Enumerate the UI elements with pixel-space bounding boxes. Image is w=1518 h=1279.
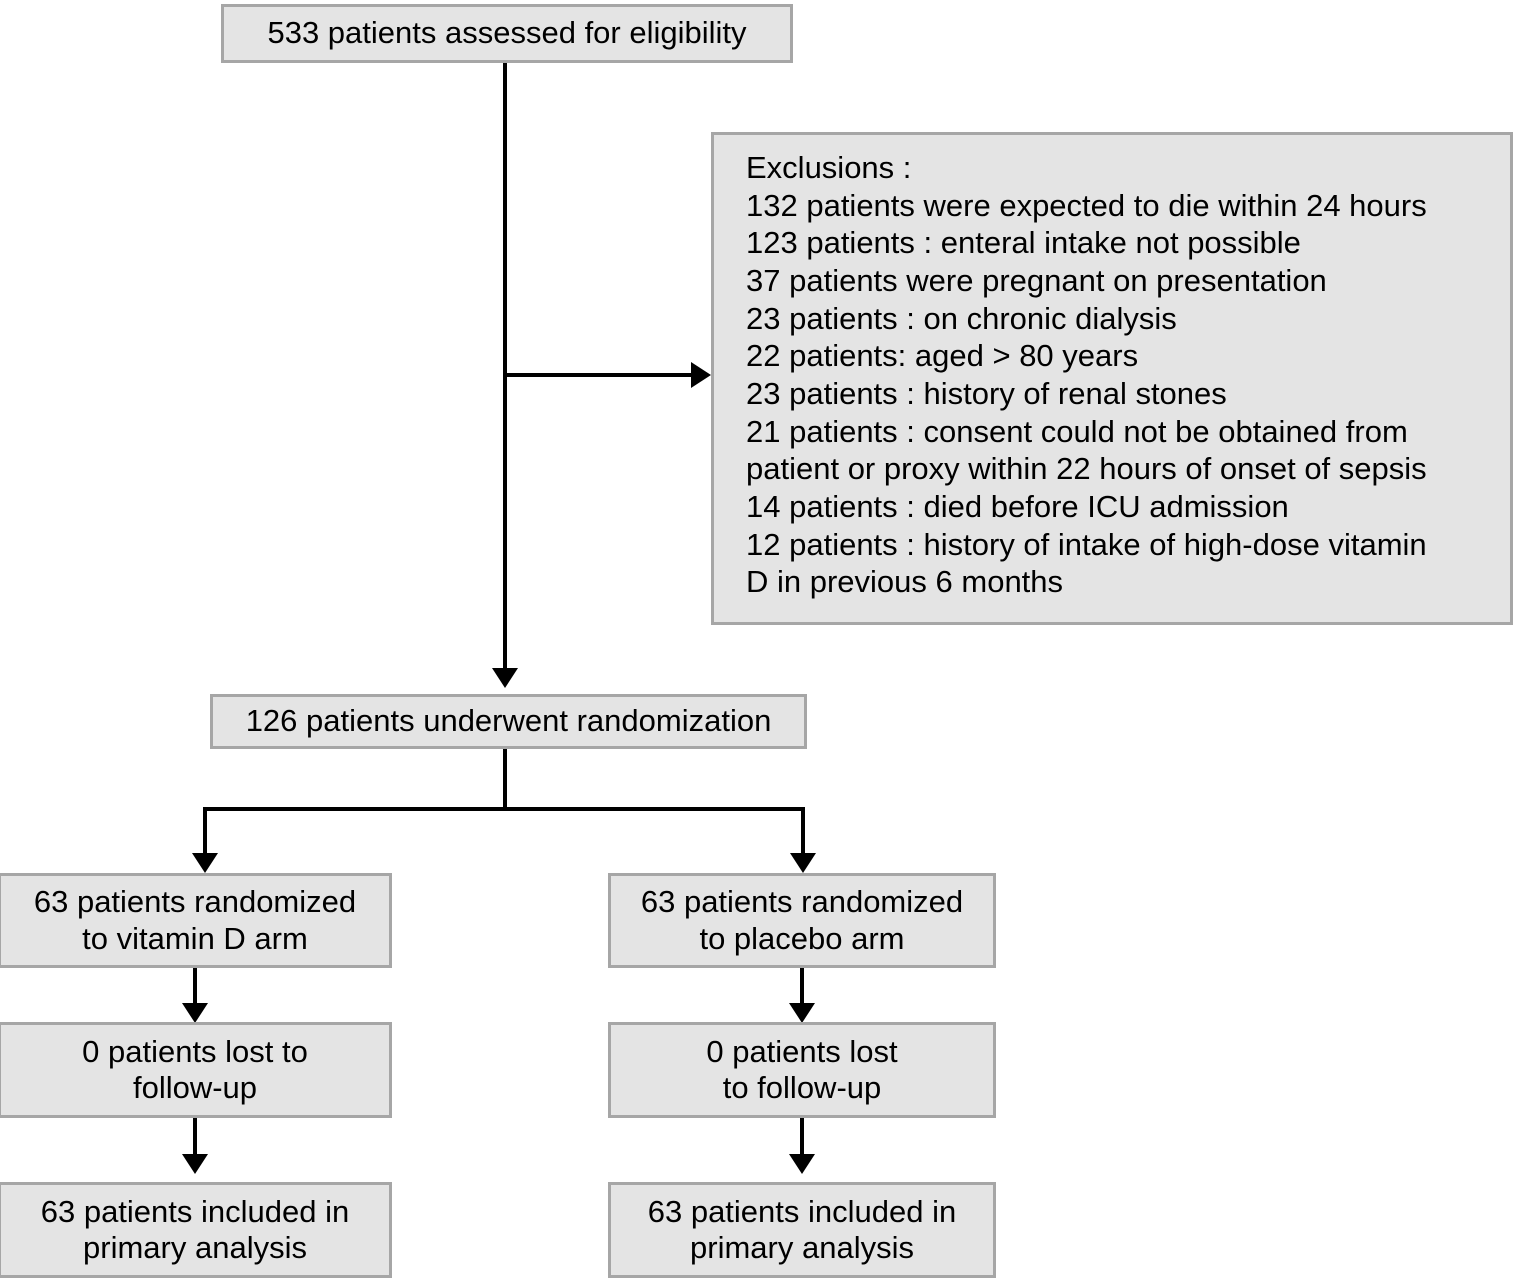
arrowhead-to-placebo-lost	[789, 1003, 815, 1023]
node-exclusions: Exclusions : 132 patients were expected …	[711, 132, 1513, 625]
node-lost-to-followup-placebo: 0 patients lost to follow-up	[608, 1022, 996, 1118]
connector-assessed-to-randomized	[503, 63, 507, 668]
arrowhead-to-placebo-analysis	[789, 1154, 815, 1174]
node-placebo-lost-label: 0 patients lost to follow-up	[706, 1033, 898, 1105]
arrowhead-to-vitamin-d-arm	[192, 853, 218, 873]
connector-split-to-placebo-arm	[801, 807, 805, 856]
node-assessed-for-eligibility: 533 patients assessed for eligibility	[221, 4, 793, 63]
node-included-primary-analysis-vitamin-d: 63 patients included in primary analysis	[0, 1182, 392, 1278]
node-assessed-label: 533 patients assessed for eligibility	[267, 15, 747, 51]
node-lost-to-followup-vitamin-d: 0 patients lost to follow-up	[0, 1022, 392, 1118]
node-randomized-vitamin-d-arm: 63 patients randomized to vitamin D arm	[0, 873, 392, 968]
node-placebo-arm-label: 63 patients randomized to placebo arm	[640, 884, 964, 956]
connector-vitamin-d-arm-to-lost	[193, 968, 197, 1005]
connector-to-exclusions	[503, 373, 693, 377]
arrowhead-to-randomized	[492, 668, 518, 688]
node-vitamin-d-lost-label: 0 patients lost to follow-up	[82, 1033, 308, 1105]
node-vitamin-d-arm-label: 63 patients randomized to vitamin D arm	[33, 884, 357, 956]
node-randomized-placebo-arm: 63 patients randomized to placebo arm	[608, 873, 996, 968]
connector-placebo-arm-to-lost	[800, 968, 804, 1005]
arrowhead-to-placebo-arm	[790, 853, 816, 873]
arrowhead-to-vitamin-d-lost	[182, 1003, 208, 1023]
connector-split-to-vitamin-d-arm	[203, 807, 207, 856]
connector-randomized-split	[205, 807, 805, 811]
node-placebo-analysis-label: 63 patients included in primary analysis	[647, 1193, 957, 1265]
arrowhead-to-exclusions	[691, 362, 711, 388]
node-vitamin-d-analysis-label: 63 patients included in primary analysis	[40, 1193, 350, 1265]
exclusions-text: Exclusions : 132 patients were expected …	[746, 150, 1427, 600]
connector-vitamin-d-lost-to-analysis	[193, 1118, 197, 1155]
arrowhead-to-vitamin-d-analysis	[182, 1154, 208, 1174]
node-included-primary-analysis-placebo: 63 patients included in primary analysis	[608, 1182, 996, 1278]
connector-randomized-stem	[503, 749, 507, 811]
node-randomized-label: 126 patients underwent randomization	[245, 703, 772, 739]
node-underwent-randomization: 126 patients underwent randomization	[210, 694, 807, 749]
connector-placebo-lost-to-analysis	[800, 1118, 804, 1155]
